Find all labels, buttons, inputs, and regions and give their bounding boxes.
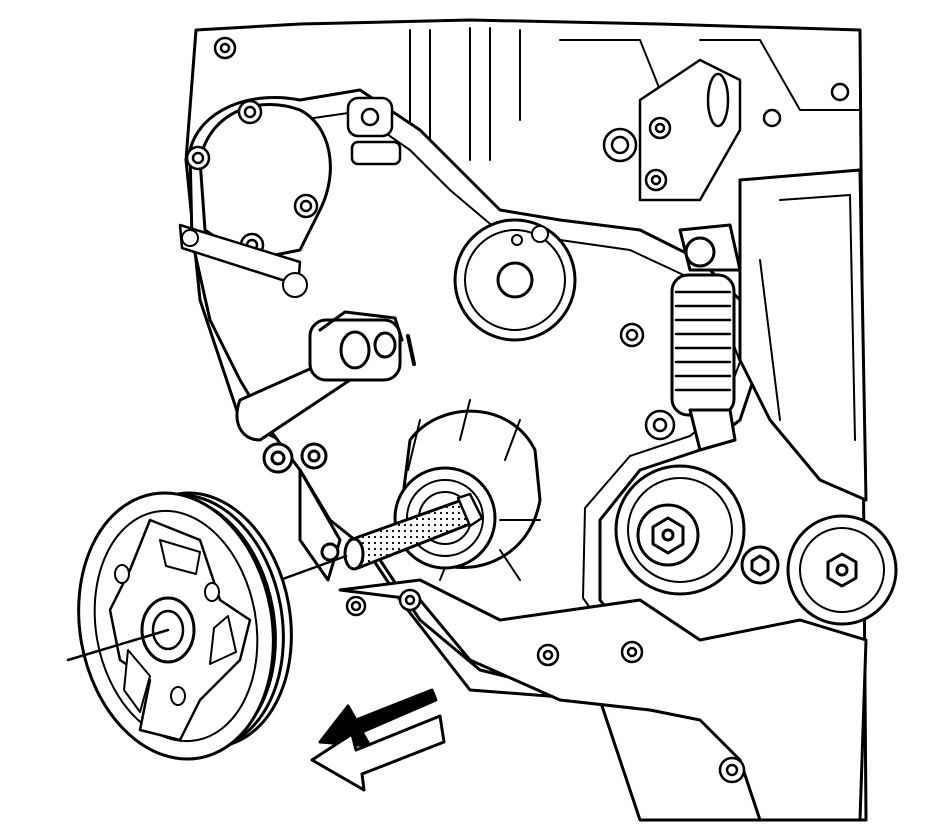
idler-pulley-left bbox=[614, 464, 746, 596]
engine-block bbox=[178, 18, 868, 822]
block-rib-2 bbox=[559, 39, 861, 111]
balancer-hole-3 bbox=[170, 686, 186, 706]
balancer-window-2 bbox=[209, 615, 237, 665]
cam-pulley bbox=[453, 218, 577, 342]
balancer-hole-1 bbox=[114, 564, 130, 584]
right-housing bbox=[738, 168, 868, 502]
tool-front-end bbox=[343, 537, 365, 571]
cam-cover-bolts bbox=[185, 36, 319, 258]
cam-sensor bbox=[235, 310, 416, 582]
tool-rear-end bbox=[456, 492, 484, 528]
top-sensors bbox=[346, 96, 402, 166]
callout-leader-line bbox=[66, 628, 170, 662]
crankshaft-balancer bbox=[66, 491, 293, 761]
strap-bolt-end bbox=[282, 272, 308, 298]
oil-pan bbox=[338, 578, 868, 822]
tool-shaft-line bbox=[278, 554, 348, 582]
removal-direction-arrow-icon bbox=[310, 688, 446, 792]
lower-bolts bbox=[345, 322, 746, 784]
balancer-hole-2 bbox=[204, 582, 220, 602]
cam-cover-plate bbox=[198, 102, 332, 262]
arrow-outline bbox=[310, 714, 446, 792]
balancer-window-3 bbox=[123, 649, 151, 713]
right-housing-inner bbox=[759, 194, 856, 441]
upper-right-bracket bbox=[602, 58, 850, 202]
tensioner-spring bbox=[674, 290, 732, 392]
hub-fins bbox=[407, 399, 541, 581]
idler-pulley-right bbox=[740, 514, 898, 626]
block-rib-1 bbox=[409, 27, 521, 161]
balancer-window-1 bbox=[159, 539, 201, 575]
belt-tensioner bbox=[670, 223, 742, 452]
knurled-puller-tool-icon bbox=[278, 492, 484, 582]
strap-bolt bbox=[181, 229, 199, 247]
